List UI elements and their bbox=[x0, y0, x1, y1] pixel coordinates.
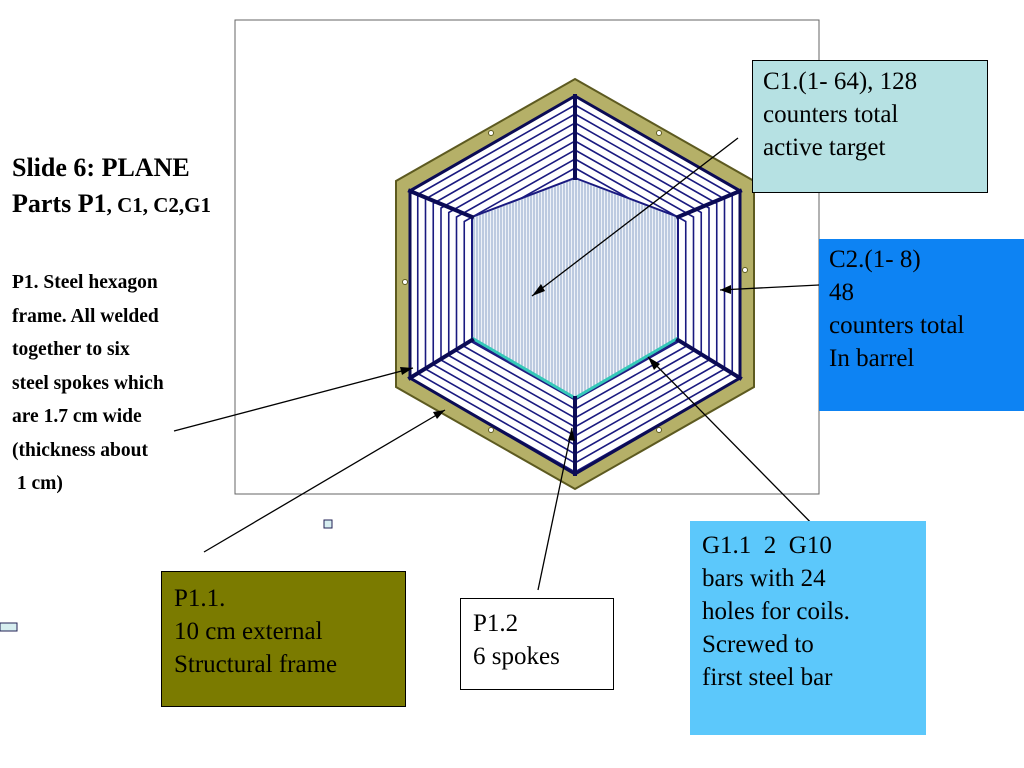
callout-p1-2: P1.2 6 spokes bbox=[460, 598, 614, 690]
callout-line: P1.2 bbox=[473, 610, 519, 637]
callout-line: 6 spokes bbox=[473, 643, 560, 670]
callout-line: C2.(1- 8) bbox=[829, 246, 921, 273]
callout-line: bars with 24 bbox=[702, 565, 826, 592]
leader-lines bbox=[173, 137, 827, 591]
spoke-lower-left bbox=[407, 337, 475, 381]
spokes bbox=[407, 94, 743, 476]
spoke-lower-right bbox=[675, 337, 743, 381]
desc-line: are 1.7 cm wide bbox=[12, 406, 142, 427]
callout-c2: C2.(1- 8) 48 counters total In barrel bbox=[819, 239, 1024, 411]
leader-c1 bbox=[531, 137, 739, 297]
title-parts-rest: , C1, C2,G1 bbox=[106, 193, 212, 217]
callout-p1-1: P1.1. 10 cm external Structural frame bbox=[161, 571, 406, 707]
spoke-upper-right bbox=[675, 188, 743, 220]
leader-p12 bbox=[537, 427, 573, 591]
callout-line: active target bbox=[763, 134, 886, 161]
callout-line: counters total bbox=[829, 312, 965, 339]
bolt-holes bbox=[402, 130, 748, 433]
leader-c2 bbox=[719, 284, 820, 291]
p1-description: P1. Steel hexagon frame. All welded toge… bbox=[12, 266, 240, 501]
callout-line: 48 bbox=[829, 279, 854, 306]
desc-line: frame. All welded bbox=[12, 305, 159, 327]
callout-line: Screwed to bbox=[702, 631, 814, 658]
leader-g1 bbox=[647, 356, 827, 539]
callout-g1: G1.1 2 G10 bars with 24 holes for coils.… bbox=[690, 521, 926, 735]
callout-line: 10 cm external bbox=[174, 618, 323, 645]
title-parts: Parts P1 bbox=[12, 189, 107, 218]
desc-line: 1 cm) bbox=[12, 473, 63, 494]
callout-line: counters total bbox=[763, 101, 899, 128]
callout-line: G1.1 2 G10 bbox=[702, 532, 832, 559]
callout-line: Structural frame bbox=[174, 651, 338, 678]
arrowheads bbox=[400, 284, 731, 441]
stray-marker bbox=[0, 622, 18, 632]
leader-p11 bbox=[203, 409, 446, 553]
slide-title: Slide 6: PLANE Parts P1, C1, C2,G1 bbox=[12, 150, 252, 223]
active-target-counters bbox=[473, 179, 676, 397]
spoke-upper-left bbox=[407, 188, 475, 220]
desc-line: together to six bbox=[12, 339, 130, 360]
desc-line: P1. Steel hexagon bbox=[12, 272, 158, 293]
desc-line: steel spokes which bbox=[12, 372, 164, 394]
desc-line: (thickness about bbox=[12, 439, 148, 461]
stray-marker bbox=[323, 519, 333, 529]
callout-line: holes for coils. bbox=[702, 598, 850, 625]
inner-frame-edge bbox=[408, 94, 742, 476]
callout-c1: C1.(1- 64), 128 counters total active ta… bbox=[752, 60, 988, 193]
callout-line: In barrel bbox=[829, 345, 915, 372]
callout-line: P1.1. bbox=[174, 585, 226, 612]
title-line-1: Slide 6: PLANE bbox=[12, 153, 190, 182]
callout-line: first steel bar bbox=[702, 664, 833, 691]
callout-line: C1.(1- 64), 128 bbox=[763, 68, 918, 95]
leader-p1 bbox=[173, 367, 414, 432]
title-line-2: Parts P1, C1, C2,G1 bbox=[12, 186, 252, 223]
